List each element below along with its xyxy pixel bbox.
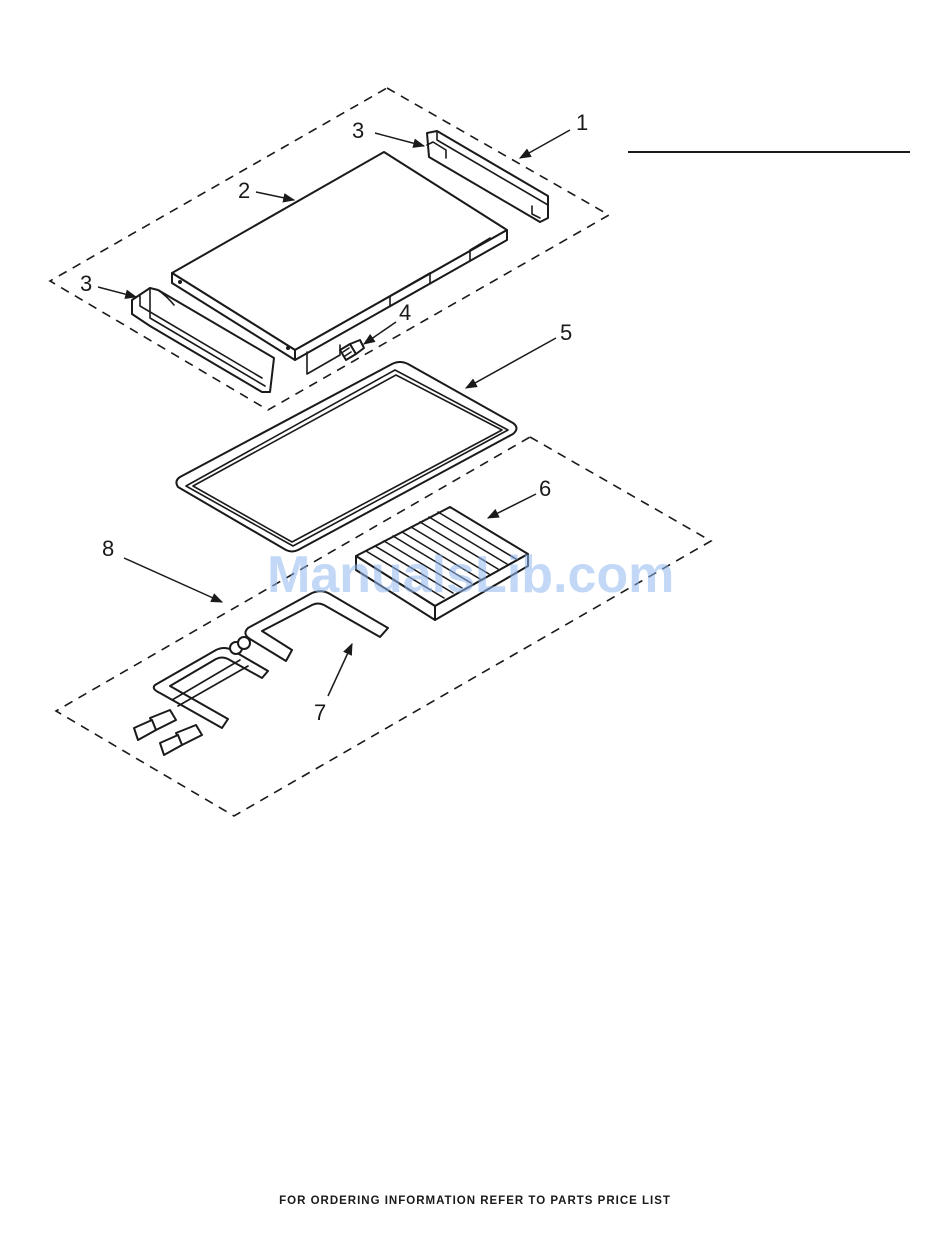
screw	[340, 340, 364, 360]
watermark: ManualsLib.com	[267, 546, 674, 604]
callout-6: 6	[539, 476, 551, 501]
heating-element	[134, 591, 388, 755]
callout-5: 5	[560, 320, 572, 345]
callout-4: 4	[399, 300, 411, 325]
leader-1	[520, 130, 570, 158]
leader-6	[488, 494, 536, 518]
leader-3-lower	[98, 287, 136, 297]
leader-8	[124, 558, 222, 602]
leader-4	[364, 322, 396, 344]
callout-3-upper: 3	[352, 118, 364, 143]
callout-7: 7	[314, 700, 326, 725]
leader-2	[256, 192, 294, 200]
ordering-info-note: FOR ORDERING INFORMATION REFER TO PARTS …	[0, 1195, 950, 1207]
leader-3-upper	[375, 133, 424, 146]
leader-7	[328, 644, 352, 696]
callout-1: 1	[576, 110, 588, 135]
callout-8: 8	[102, 536, 114, 561]
leader-5	[466, 338, 556, 388]
callout-3-lower: 3	[80, 271, 92, 296]
callout-2: 2	[238, 178, 250, 203]
